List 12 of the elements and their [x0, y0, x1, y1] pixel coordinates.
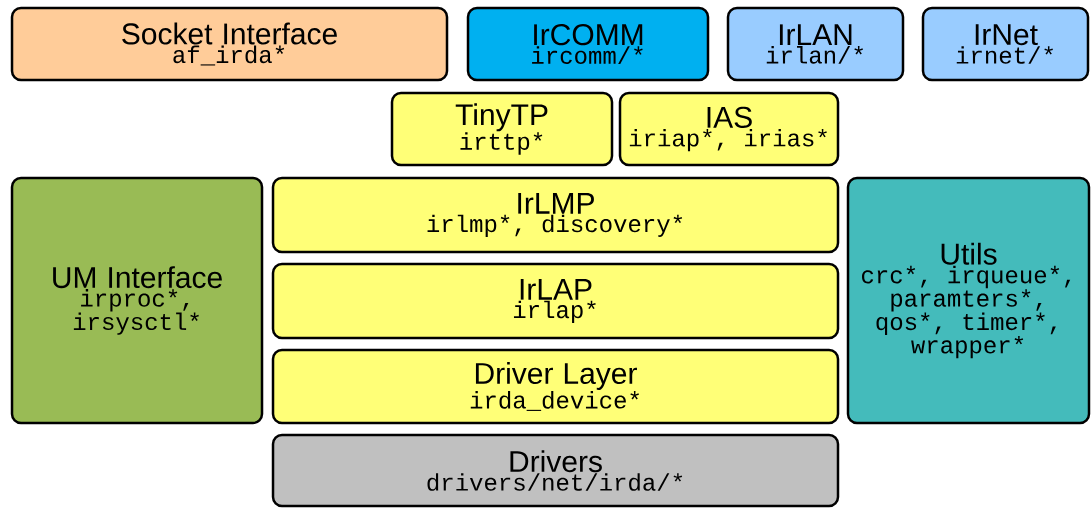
layer-box: IrLAP irlap*: [271, 262, 840, 340]
layer-box: IrNet irnet/*: [921, 6, 1090, 82]
layer-box: IrLAN irlan/*: [726, 6, 905, 82]
layer-box: IrLMP irlmp*, discovery*: [271, 176, 840, 254]
layer-box: Drivers drivers/net/irda/*: [271, 433, 840, 508]
layer-box: TinyTP irttp*: [390, 91, 614, 167]
layer-box: UM Interface irproc*, irsysctl*: [10, 176, 264, 425]
layer-box: Driver Layer irda_device*: [271, 348, 840, 425]
layer-box: Utils crc*, irqueue*, paramters*, qos*, timer*, wrapper*: [846, 176, 1091, 425]
layer-box: Socket Interface af_irda*: [10, 6, 449, 82]
layer-box: IrCOMM ircomm/*: [466, 6, 710, 82]
layer-box: IAS iriap*, irias*: [618, 91, 840, 167]
